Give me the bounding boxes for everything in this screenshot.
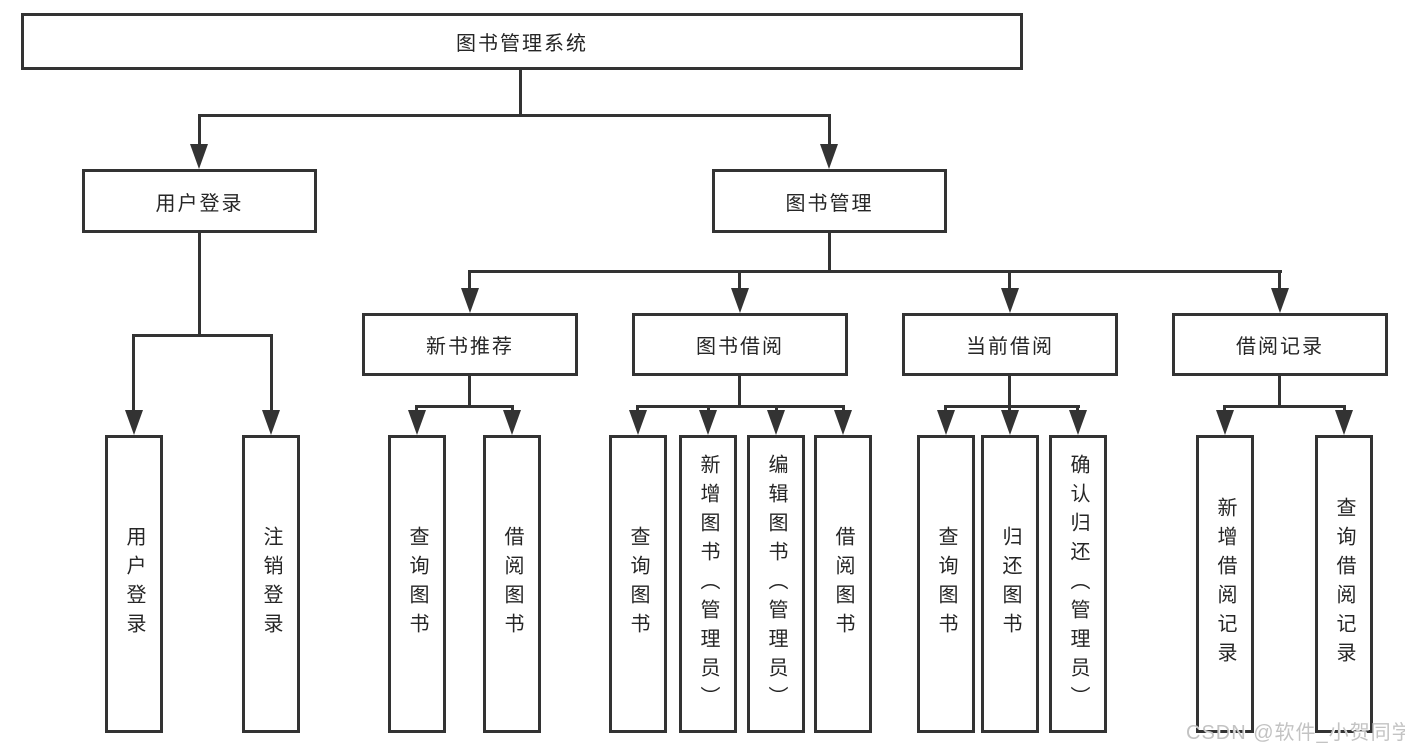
leaf-borrowing-query-books: 查询图书 — [609, 435, 667, 733]
arrow-down-icon — [503, 410, 521, 435]
connector-line — [198, 233, 201, 337]
connector-line — [775, 405, 778, 413]
connector-line — [1008, 270, 1011, 290]
node-borrowing-records: 借阅记录 — [1172, 313, 1388, 376]
leaf-borrowing-edit-books: 编辑图书（管理员） — [747, 435, 805, 733]
arrow-down-icon — [408, 410, 426, 435]
node-book-management: 图书管理 — [712, 169, 947, 233]
arrow-down-icon — [937, 410, 955, 435]
leaf-records-add-record: 新增借阅记录 — [1196, 435, 1254, 733]
node-book-borrowing-label: 图书借阅 — [696, 336, 784, 358]
leaf-current-confirm-return-label: 确认归还（管理员） — [1067, 453, 1089, 715]
connector-line — [415, 405, 514, 408]
node-user-login-label: 用户登录 — [155, 192, 244, 215]
leaf-current-query-books: 查询图书 — [917, 435, 975, 733]
arrow-down-icon — [262, 410, 280, 435]
leaf-logout-label: 注销登录 — [260, 526, 282, 642]
connector-line — [198, 114, 201, 146]
connector-line — [828, 233, 831, 273]
leaf-borrowing-edit-books-label: 编辑图书（管理员） — [765, 453, 787, 715]
leaf-current-return-books-label: 归还图书 — [999, 526, 1021, 642]
connector-line — [1343, 405, 1346, 413]
node-root-label: 图书管理系统 — [456, 33, 588, 55]
node-user-login: 用户登录 — [82, 169, 317, 233]
connector-line — [511, 405, 514, 413]
node-root: 图书管理系统 — [21, 13, 1023, 70]
arrow-down-icon — [1335, 410, 1353, 435]
connector-line — [1278, 376, 1281, 408]
arrow-down-icon — [629, 410, 647, 435]
arrow-down-icon — [699, 410, 717, 435]
arrow-down-icon — [1216, 410, 1234, 435]
node-book-borrowing: 图书借阅 — [632, 313, 848, 376]
connector-line — [1076, 405, 1079, 413]
arrow-down-icon — [1069, 410, 1087, 435]
node-current-borrowing-label: 当前借阅 — [966, 336, 1054, 358]
arrow-down-icon — [1001, 288, 1019, 313]
leaf-records-add-record-label: 新增借阅记录 — [1214, 497, 1236, 671]
connector-line — [519, 70, 522, 117]
connector-line — [1223, 405, 1226, 413]
node-book-management-label: 图书管理 — [785, 192, 874, 215]
leaf-current-query-books-label: 查询图书 — [935, 526, 957, 642]
connector-line — [944, 405, 1080, 408]
leaf-current-confirm-return: 确认归还（管理员） — [1049, 435, 1107, 733]
arrow-down-icon — [125, 410, 143, 435]
connector-line — [707, 405, 710, 413]
arrow-down-icon — [834, 410, 852, 435]
leaf-borrowing-add-books: 新增图书（管理员） — [679, 435, 737, 733]
leaf-recommend-borrow-books-label: 借阅图书 — [501, 526, 523, 642]
leaf-borrowing-borrow-books-label: 借阅图书 — [832, 526, 854, 642]
connector-line — [198, 114, 831, 117]
arrow-down-icon — [1001, 410, 1019, 435]
connector-line — [468, 270, 1282, 273]
arrow-down-icon — [767, 410, 785, 435]
connector-line — [1278, 270, 1281, 290]
connector-line — [270, 334, 273, 411]
leaf-recommend-query-books: 查询图书 — [388, 435, 446, 733]
arrow-down-icon — [1271, 288, 1289, 313]
connector-line — [132, 334, 273, 337]
arrow-down-icon — [461, 288, 479, 313]
leaf-borrowing-add-books-label: 新增图书（管理员） — [697, 453, 719, 715]
connector-line — [1223, 405, 1346, 408]
leaf-recommend-query-books-label: 查询图书 — [406, 526, 428, 642]
connector-line — [1008, 405, 1011, 413]
connector-line — [944, 405, 947, 413]
leaf-borrowing-query-books-label: 查询图书 — [627, 526, 649, 642]
connector-line — [828, 114, 831, 146]
arrow-down-icon — [731, 288, 749, 313]
connector-line — [468, 376, 471, 408]
leaf-logout: 注销登录 — [242, 435, 300, 733]
leaf-user-login-label: 用户登录 — [123, 526, 145, 642]
leaf-records-query-record-label: 查询借阅记录 — [1333, 497, 1355, 671]
connector-line — [415, 405, 418, 413]
connector-line — [132, 334, 135, 411]
watermark: CSDN @软件_小贺同学 — [1186, 722, 1405, 744]
arrow-down-icon — [190, 144, 208, 169]
connector-line — [842, 405, 845, 413]
node-borrowing-records-label: 借阅记录 — [1236, 336, 1324, 358]
leaf-current-return-books: 归还图书 — [981, 435, 1039, 733]
leaf-borrowing-borrow-books: 借阅图书 — [814, 435, 872, 733]
node-new-book-recommend-label: 新书推荐 — [426, 336, 514, 358]
connector-line — [738, 270, 741, 290]
connector-line — [636, 405, 845, 408]
node-current-borrowing: 当前借阅 — [902, 313, 1118, 376]
connector-line — [468, 270, 471, 290]
node-new-book-recommend: 新书推荐 — [362, 313, 578, 376]
leaf-user-login: 用户登录 — [105, 435, 163, 733]
connector-line — [636, 405, 639, 413]
connector-line — [738, 376, 741, 408]
arrow-down-icon — [820, 144, 838, 169]
leaf-records-query-record: 查询借阅记录 — [1315, 435, 1373, 733]
leaf-recommend-borrow-books: 借阅图书 — [483, 435, 541, 733]
connector-line — [1008, 376, 1011, 408]
